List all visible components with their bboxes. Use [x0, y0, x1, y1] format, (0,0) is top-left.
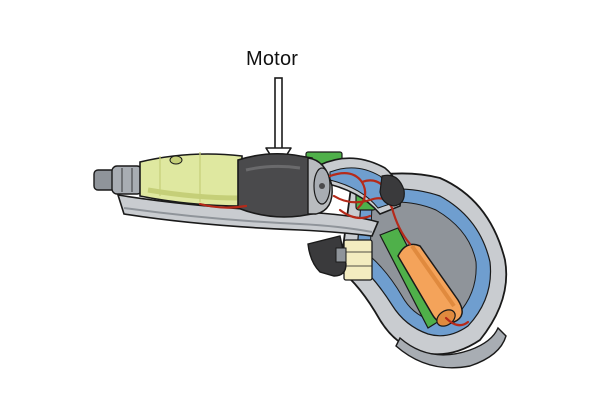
switch-block — [343, 239, 373, 281]
gearbox — [139, 152, 243, 207]
wiring — [198, 171, 470, 327]
chuck — [93, 165, 143, 195]
battery — [397, 243, 463, 327]
motor — [237, 152, 333, 218]
barrel-housing — [116, 157, 402, 237]
trigger — [307, 235, 347, 277]
rear-button — [379, 174, 405, 207]
motor-label: Motor — [246, 48, 299, 70]
